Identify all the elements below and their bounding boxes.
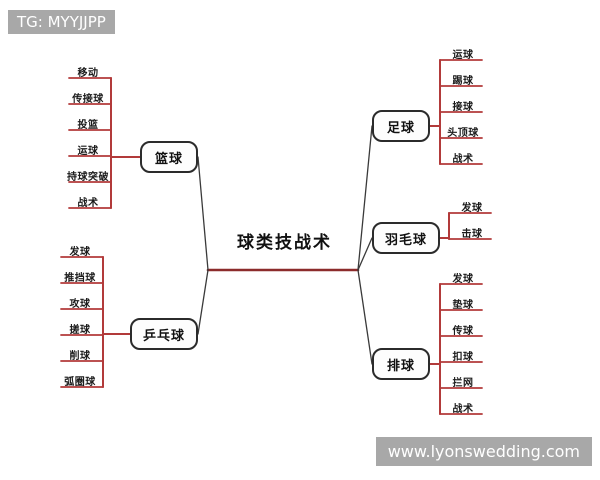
leaf-label-basketball-2: 投篮 — [77, 120, 99, 131]
leaf-label-basketball-5: 战术 — [77, 198, 99, 209]
leaf-label-volleyball-1: 垫球 — [452, 300, 474, 311]
leaf-label-football-2: 接球 — [452, 102, 474, 113]
leaf-label-table-tennis-4: 削球 — [69, 351, 91, 362]
leaf-label-football-3: 头顶球 — [447, 128, 479, 139]
watermark-website: www.lyonswedding.com — [375, 437, 592, 466]
leaf-label-volleyball-0: 发球 — [452, 274, 474, 285]
leaf-label-basketball-1: 传接球 — [72, 94, 104, 105]
leaf-label-football-0: 运球 — [452, 50, 474, 61]
leaf-label-table-tennis-3: 搓球 — [69, 325, 91, 336]
leaf-label-basketball-3: 运球 — [77, 146, 99, 157]
mindmap-root-label: 球类技战术 — [237, 233, 332, 253]
leaf-label-volleyball-3: 扣球 — [452, 352, 474, 363]
leaf-label-volleyball-2: 传球 — [452, 326, 474, 337]
leaf-label-basketball-4: 持球突破 — [67, 172, 109, 183]
mindmap-node-badminton[interactable]: 羽毛球 — [372, 222, 440, 254]
mindmap-node-basketball[interactable]: 篮球 — [140, 141, 198, 173]
leaf-label-football-4: 战术 — [452, 154, 474, 165]
leaf-label-badminton-0: 发球 — [461, 203, 483, 214]
leaf-label-badminton-1: 击球 — [461, 229, 483, 240]
mindmap-node-volleyball[interactable]: 排球 — [372, 348, 430, 380]
leaf-label-table-tennis-5: 弧圈球 — [64, 377, 96, 388]
watermark-telegram: TG: MYYJJPP — [8, 10, 115, 34]
leaf-label-basketball-0: 移动 — [77, 68, 99, 79]
leaf-label-table-tennis-1: 推挡球 — [64, 273, 96, 284]
leaf-label-table-tennis-2: 攻球 — [69, 299, 91, 310]
leaf-label-volleyball-5: 战术 — [452, 404, 474, 415]
leaf-label-football-1: 踢球 — [452, 76, 474, 87]
leaf-label-volleyball-4: 拦网 — [452, 378, 474, 389]
leaf-label-table-tennis-0: 发球 — [69, 247, 91, 258]
mindmap-node-table-tennis[interactable]: 乒乓球 — [130, 318, 198, 350]
mindmap-node-football[interactable]: 足球 — [372, 110, 430, 142]
